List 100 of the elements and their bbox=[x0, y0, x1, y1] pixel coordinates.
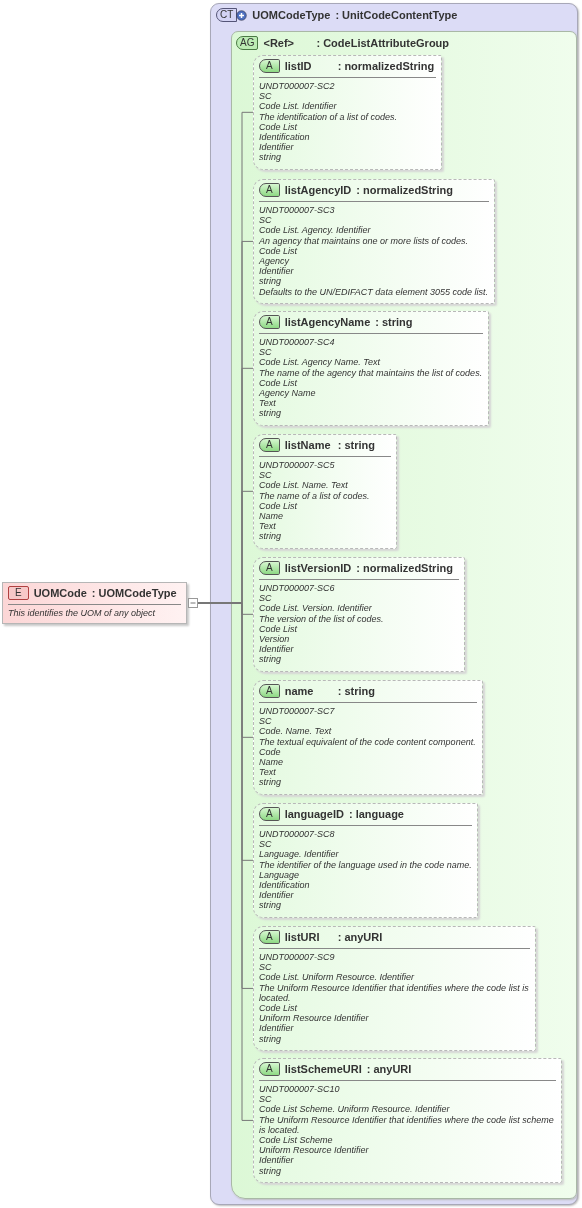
description-text: string bbox=[259, 1165, 282, 1176]
attribute-badge: A bbox=[259, 684, 280, 698]
description-text: Code List. Uniform Resource. Identifier bbox=[259, 972, 416, 983]
attribute-badge: A bbox=[259, 183, 280, 197]
description-text: SC bbox=[259, 347, 273, 358]
description-text: UNDT000007-SC2 bbox=[259, 81, 336, 92]
attribute-name: listSchemeURI bbox=[284, 1063, 362, 1075]
description-text: Code List Scheme bbox=[259, 1135, 334, 1146]
reference-label: <Ref> bbox=[263, 37, 296, 49]
attribute-box bbox=[253, 434, 397, 549]
group-badge: AG bbox=[236, 36, 259, 50]
description-text: SC bbox=[259, 470, 273, 481]
description-text: SC bbox=[259, 839, 273, 850]
description-text: Code List bbox=[259, 500, 299, 511]
description-text: SC bbox=[259, 593, 273, 604]
attribute-box bbox=[253, 179, 495, 304]
description-text: Identification bbox=[259, 880, 311, 891]
description-text: Identifier bbox=[259, 890, 295, 901]
description-text: The version of the list of codes. bbox=[259, 613, 385, 624]
description-text: SC bbox=[259, 215, 273, 226]
attribute-name: languageID bbox=[284, 808, 344, 820]
type-name: : normalizedString bbox=[356, 562, 453, 574]
description-text: Identifier bbox=[259, 1155, 295, 1166]
description-text: SC bbox=[259, 1094, 273, 1105]
description-text: UNDT000007-SC3 bbox=[259, 205, 336, 216]
attribute-box bbox=[253, 557, 465, 672]
description-text: Name bbox=[259, 757, 284, 768]
element-name: UOMCode bbox=[33, 587, 87, 599]
description-text: UNDT000007-SC10 bbox=[259, 1084, 341, 1095]
type-name: : language bbox=[348, 808, 404, 820]
attribute-box bbox=[253, 1058, 562, 1183]
type-name: : anyURI bbox=[366, 1063, 412, 1075]
description-text: Code List bbox=[259, 623, 299, 634]
description-text: string bbox=[259, 276, 282, 287]
attribute-name: name bbox=[284, 685, 315, 697]
type-name: : anyURI bbox=[337, 931, 383, 943]
attribute-badge: A bbox=[259, 1062, 280, 1076]
description-text: Code List bbox=[259, 377, 299, 388]
description-text: The name of the agency that maintains the list of codes. bbox=[259, 367, 483, 378]
attribute-box bbox=[253, 55, 442, 170]
description-text: Agency bbox=[259, 256, 291, 267]
description-text: Language bbox=[259, 869, 301, 880]
type-name: : string bbox=[375, 316, 413, 328]
type-name: : normalizedString bbox=[337, 60, 435, 72]
description-text: The textual equivalent of the code content component. bbox=[259, 736, 477, 747]
type-name: : string bbox=[337, 685, 375, 697]
type-name: : normalizedString bbox=[356, 184, 453, 196]
description-text: SC bbox=[259, 962, 273, 973]
description-text: Identifier bbox=[259, 266, 295, 277]
attribute-badge: A bbox=[259, 561, 280, 575]
attribute-badge: A bbox=[259, 315, 280, 329]
description-text: SC bbox=[259, 91, 273, 102]
type-name: : UOMCodeType bbox=[91, 587, 177, 599]
description-text: UNDT000007-SC9 bbox=[259, 952, 336, 963]
container-badge: CT bbox=[216, 8, 238, 22]
attribute-box bbox=[253, 926, 536, 1051]
attribute-badge: A bbox=[259, 438, 280, 452]
attribute-box bbox=[253, 311, 489, 426]
description-text: Uniform Resource Identifier bbox=[259, 1145, 370, 1156]
description-text: Code List bbox=[259, 1003, 299, 1014]
container-name: UOMCodeType bbox=[252, 9, 331, 21]
description-text: The Uniform Resource Identifier that identifies where the code list is located. bbox=[259, 982, 530, 1003]
description-text: The name of a list of codes. bbox=[259, 490, 371, 501]
description-text: An agency that maintains one or more lists of codes. bbox=[259, 235, 470, 246]
attribute-box bbox=[253, 803, 478, 918]
type-name: : string bbox=[337, 439, 375, 451]
type-name: : UnitCodeContentType bbox=[335, 9, 458, 21]
attribute-name: listAgencyID bbox=[284, 184, 352, 196]
description-text: Version bbox=[259, 634, 291, 645]
description-text: UNDT000007-SC4 bbox=[259, 337, 336, 348]
description-text: string bbox=[259, 1033, 282, 1044]
description-text: Text bbox=[259, 521, 277, 532]
description-text: Code bbox=[259, 746, 282, 757]
description-text: Code List Scheme. Uniform Resource. Identifier bbox=[259, 1104, 451, 1115]
description-text: Code List bbox=[259, 121, 299, 132]
description-text: Uniform Resource Identifier bbox=[259, 1013, 370, 1024]
attribute-name: listURI bbox=[284, 931, 321, 943]
description-text: string bbox=[259, 408, 282, 419]
attribute-name: listID bbox=[284, 60, 313, 72]
description-text: The identification of a list of codes. bbox=[259, 111, 399, 122]
attribute-badge: A bbox=[259, 807, 280, 821]
description-text: Language. Identifier bbox=[259, 849, 340, 860]
attribute-box bbox=[253, 680, 483, 795]
description-text: The Uniform Resource Identifier that identifies where the code list scheme is located. bbox=[259, 1114, 555, 1135]
attribute-badge: A bbox=[259, 930, 280, 944]
description-text: Identification bbox=[259, 132, 311, 143]
description-text: UNDT000007-SC8 bbox=[259, 829, 336, 840]
description-text: string bbox=[259, 777, 282, 788]
description-text: Code List. Identifier bbox=[259, 101, 338, 112]
description-text: UNDT000007-SC6 bbox=[259, 583, 336, 594]
description-text: Code List. Agency Name. Text bbox=[259, 357, 381, 368]
description-text: UNDT000007-SC7 bbox=[259, 706, 336, 717]
description-text: Code List. Version. Identifier bbox=[259, 603, 373, 614]
element-badge: E bbox=[8, 586, 29, 600]
description-text: string bbox=[259, 900, 282, 911]
description-text: string bbox=[259, 531, 282, 542]
description-text: Code List. Name. Text bbox=[259, 480, 349, 491]
description-text: Text bbox=[259, 767, 277, 778]
description-text: Text bbox=[259, 398, 277, 409]
description-text: Agency Name bbox=[259, 388, 317, 399]
